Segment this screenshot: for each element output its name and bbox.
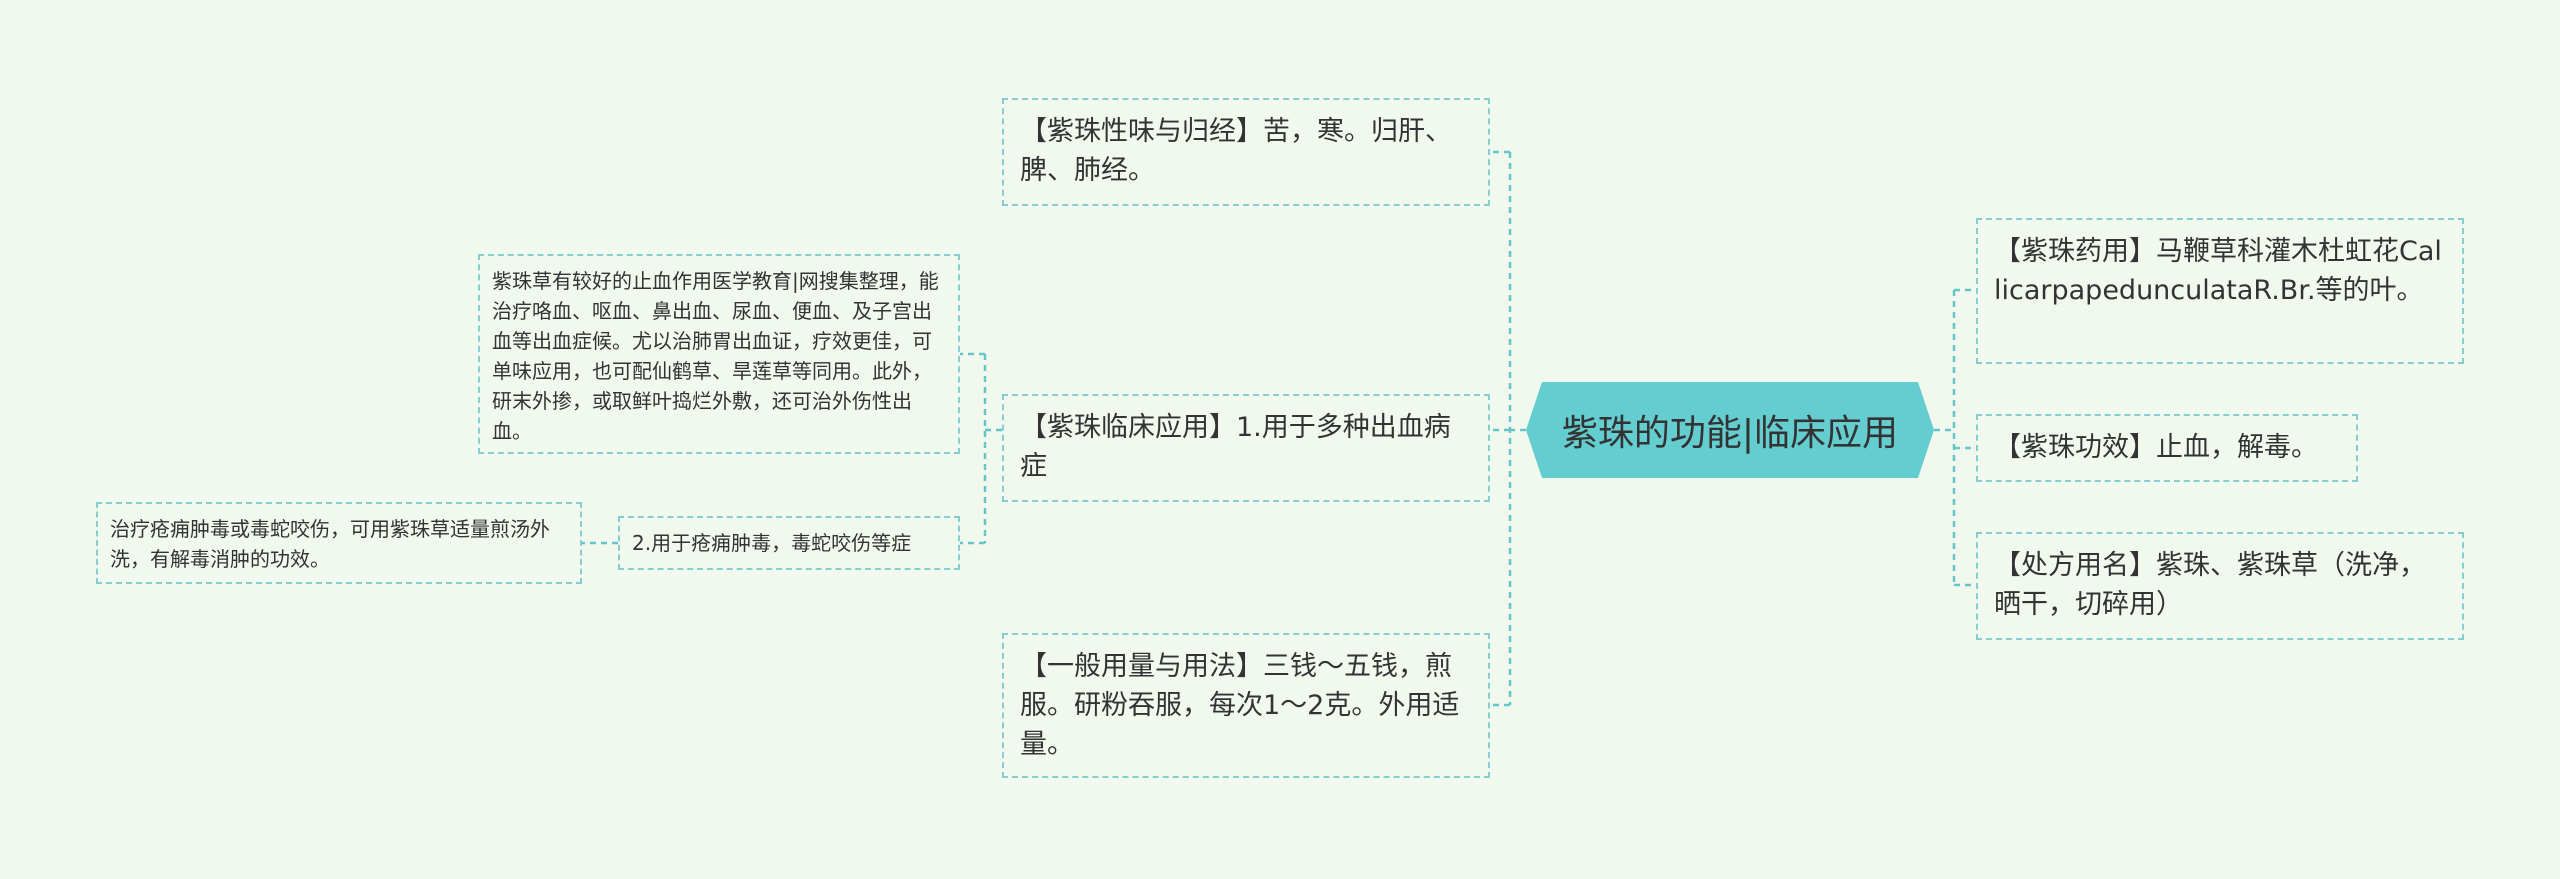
connector-clinical-to-children bbox=[960, 352, 1002, 545]
node-sores-snakebite-label: 2.用于疮痈肿毒，毒蛇咬伤等症 bbox=[632, 531, 912, 555]
root-node[interactable]: 紫珠的功能|临床应用 bbox=[1526, 382, 1934, 478]
node-hemostasis-detail-label: 紫珠草有较好的止血作用医学教育|网搜集整理，能治疗咯血、呕血、鼻出血、尿血、便血… bbox=[492, 269, 939, 443]
root-hexagon bbox=[1526, 382, 1934, 478]
node-efficacy-label: 【紫珠功效】止血，解毒。 bbox=[1994, 432, 2318, 463]
node-hemostasis-detail[interactable]: 紫珠草有较好的止血作用医学教育|网搜集整理，能治疗咯血、呕血、鼻出血、尿血、便血… bbox=[478, 254, 960, 454]
node-sores-snakebite[interactable]: 2.用于疮痈肿毒，毒蛇咬伤等症 bbox=[618, 516, 960, 570]
connector-root-to-left bbox=[1490, 150, 1526, 707]
node-nature-meridian-label: 【紫珠性味与归经】苦，寒。归肝、脾、肺经。 bbox=[1020, 116, 1452, 187]
node-dosage-usage-label: 【一般用量与用法】三钱～五钱，煎服。研粉吞服，每次1～2克。外用适量。 bbox=[1020, 651, 1460, 761]
node-dosage-usage[interactable]: 【一般用量与用法】三钱～五钱，煎服。研粉吞服，每次1～2克。外用适量。 bbox=[1002, 633, 1490, 778]
node-medicinal-part[interactable]: 【紫珠药用】马鞭草科灌木杜虹花CallicarpapedunculataR.Br… bbox=[1976, 218, 2464, 364]
node-medicinal-part-label: 【紫珠药用】马鞭草科灌木杜虹花CallicarpapedunculataR.Br… bbox=[1994, 236, 2442, 307]
root-title: 紫珠的功能|临床应用 bbox=[1561, 413, 1899, 454]
node-sores-detail[interactable]: 治疗疮痈肿毒或毒蛇咬伤，可用紫珠草适量煎汤外洗，有解毒消肿的功效。 bbox=[96, 502, 582, 584]
node-prescription-name[interactable]: 【处方用名】紫珠、紫珠草（洗净，晒干，切碎用） bbox=[1976, 532, 2464, 640]
node-prescription-name-label: 【处方用名】紫珠、紫珠草（洗净，晒干，切碎用） bbox=[1994, 550, 2426, 621]
connector-root-to-right bbox=[1934, 288, 1976, 587]
node-clinical-application-label: 【紫珠临床应用】1.用于多种出血病症 bbox=[1020, 412, 1451, 483]
node-nature-meridian[interactable]: 【紫珠性味与归经】苦，寒。归肝、脾、肺经。 bbox=[1002, 98, 1490, 206]
node-sores-detail-label: 治疗疮痈肿毒或毒蛇咬伤，可用紫珠草适量煎汤外洗，有解毒消肿的功效。 bbox=[110, 517, 550, 571]
node-clinical-application[interactable]: 【紫珠临床应用】1.用于多种出血病症 bbox=[1002, 394, 1490, 502]
node-efficacy[interactable]: 【紫珠功效】止血，解毒。 bbox=[1976, 414, 2358, 482]
